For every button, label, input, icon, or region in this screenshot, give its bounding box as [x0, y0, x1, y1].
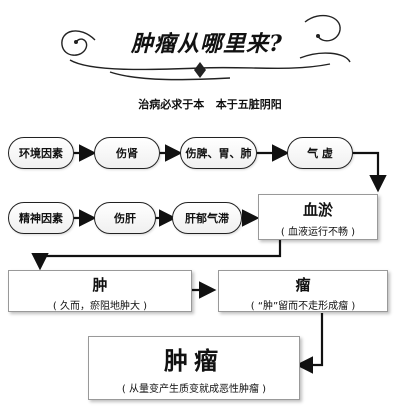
title-flourish-ornament [61, 14, 351, 81]
node-kidney-injury: 伤肾 [94, 137, 160, 169]
tumor-note: ( 从量变产生质变就成恶性肿瘤 ) [121, 384, 267, 395]
blood-stasis-title: 血淤 [302, 201, 333, 219]
arrow-bloodstasis-zhong [31, 240, 282, 271]
swelling-note: ( 久而，瘀阻地肿大 ) [52, 301, 148, 312]
subtitle: 治病必求于本 本于五脏阴阳 [138, 98, 282, 111]
box-blood-stasis: 血淤 ( 血液运行不畅 ) [258, 194, 378, 240]
box-growth: 瘤 ( “肿”留而不走形成瘤 ) [218, 270, 388, 312]
page-title: 肿瘤从哪里来? [131, 31, 283, 57]
growth-title: 瘤 [295, 276, 311, 294]
box-swelling: 肿 ( 久而，瘀阻地肿大 ) [8, 270, 192, 312]
node-spleen-stomach-lung-injury: 伤脾、胃、肺 [180, 137, 257, 169]
node-spirit-factors: 精神因素 [8, 202, 74, 234]
node-environment-factors: 环境因素 [8, 137, 74, 169]
swelling-title: 肿 [92, 276, 108, 294]
blood-stasis-note: ( 血液运行不畅 ) [280, 227, 356, 238]
node-qi-deficiency: 气 虚 [287, 137, 353, 169]
box-tumor: 肿瘤 ( 从量变产生质变就成恶性肿瘤 ) [88, 336, 300, 400]
arrow-liu-tumor [295, 313, 324, 374]
arrow-qi-bloodstasis [353, 151, 387, 193]
node-liver-injury: 伤肝 [94, 202, 156, 234]
node-liver-qi-stagnation: 肝郁气滞 [172, 202, 242, 234]
growth-note: ( “肿”留而不走形成瘤 ) [250, 301, 356, 312]
tumor-title: 肿瘤 [164, 347, 224, 375]
